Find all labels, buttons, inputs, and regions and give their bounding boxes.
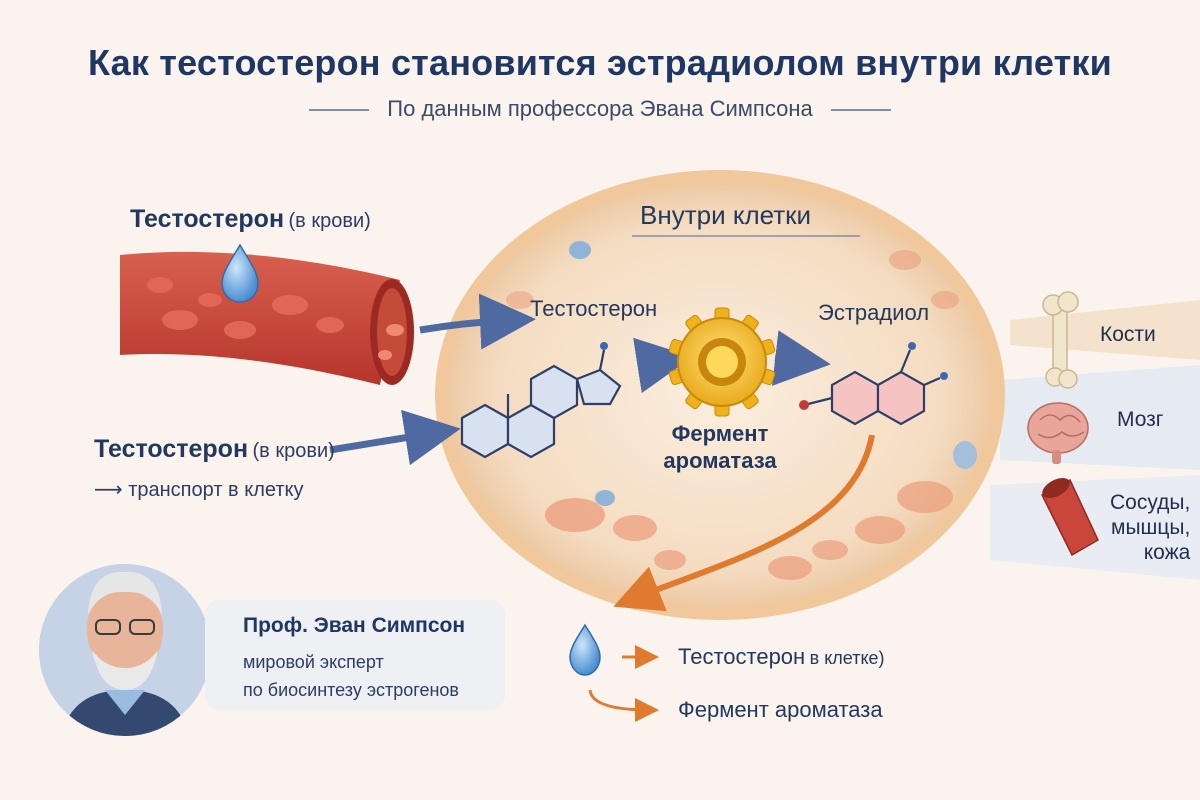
expert-desc-line1: мировой эксперт [243, 652, 384, 672]
organelle [545, 498, 605, 532]
substrate-label: Тестостерон [530, 296, 658, 321]
blood-left-label: Тестостерон (в крови) [94, 435, 335, 464]
organelle [855, 516, 905, 544]
target-bones: Кости [1100, 323, 1156, 346]
expert-avatar [39, 564, 211, 736]
legend-item-2: Фермент ароматаза [678, 697, 883, 722]
legend-item-1-note: в клетке) [809, 648, 885, 668]
target-vessels: Сосуды, мышцы, кожа [1110, 490, 1190, 565]
legend-arrow-2 [588, 689, 659, 722]
product-label: Эстрадиол [818, 300, 930, 325]
arrow-transport-to-cell [329, 409, 461, 466]
transport-text: транспорт в клетку [128, 479, 304, 501]
aromatase-gear-icon [668, 307, 776, 417]
enzyme-label-line1: Фермент [671, 421, 769, 446]
blood-drop-icon [221, 243, 259, 303]
expert-desc-line2: по биосинтезу эстрогенов [243, 680, 459, 700]
arrow-vessel-to-cell [419, 293, 536, 350]
blood-vessel [120, 251, 414, 385]
page-title: Как тестостерон становится эстрадиолом в… [88, 42, 1112, 83]
vesicle [569, 241, 591, 259]
blood-cell [378, 350, 392, 360]
subtitle-row: По данным профессора Эвана Симпсона [0, 96, 1200, 122]
vesicle [953, 441, 977, 469]
blood-cell [162, 310, 198, 330]
organelle [897, 481, 953, 513]
blood-top-note: (в крови) [288, 210, 371, 232]
testosterone-molecule-icon [460, 342, 622, 459]
blood-cell [272, 295, 308, 315]
organelle [889, 250, 921, 270]
organelle [654, 550, 686, 570]
legend-item-1-name: Тестостерон [678, 644, 806, 669]
target-brain: Мозг [1117, 408, 1164, 431]
legend-item-1: Тестостерон в клетке) [678, 644, 885, 670]
expert-name: Проф. Эван Симпсон [243, 614, 466, 637]
transport-label: ⟶ транспорт в клетку [94, 477, 303, 502]
blood-cell [316, 317, 344, 333]
vessel-icon [1041, 478, 1099, 557]
blood-cell [198, 293, 222, 307]
brain-icon [1027, 402, 1089, 464]
organelle [931, 291, 959, 309]
cell-heading: Внутри клетки [640, 200, 812, 230]
blood-left-note: (в крови) [252, 440, 335, 462]
target-vessels-line1: Сосуды, [1110, 491, 1191, 514]
expert-description: мировой эксперт по биосинтезу эстрогенов [243, 648, 459, 704]
blood-left-name: Тестостерон [94, 435, 249, 463]
target-vessels-line3: кожа [1143, 541, 1191, 564]
target-vessels-line2: мышцы, [1111, 516, 1191, 539]
organelle [613, 515, 657, 541]
arrow-enzyme-to-product [772, 330, 831, 386]
expert-card [205, 600, 505, 710]
estradiol-molecule-icon [799, 342, 948, 426]
arrow-product-out [613, 434, 875, 612]
blood-cell [224, 321, 256, 339]
blood-cell [147, 277, 173, 293]
blood-top-name: Тестостерон [130, 205, 285, 233]
subtitle: По данным профессора Эвана Симпсона [309, 96, 892, 122]
blood-cell [386, 324, 404, 336]
vesicle [595, 490, 615, 506]
organelle [812, 540, 848, 560]
bone-icon [1042, 291, 1079, 389]
enzyme-label-line2: ароматаза [663, 448, 777, 473]
arrow-substrate-to-enzyme [633, 337, 693, 394]
transport-arrow-glyph: ⟶ [94, 479, 123, 501]
enzyme-label: Фермент ароматаза [650, 420, 790, 474]
legend-drop-icon [569, 623, 601, 676]
organelle [768, 556, 812, 580]
blood-top-label: Тестостерон (в крови) [130, 205, 371, 234]
